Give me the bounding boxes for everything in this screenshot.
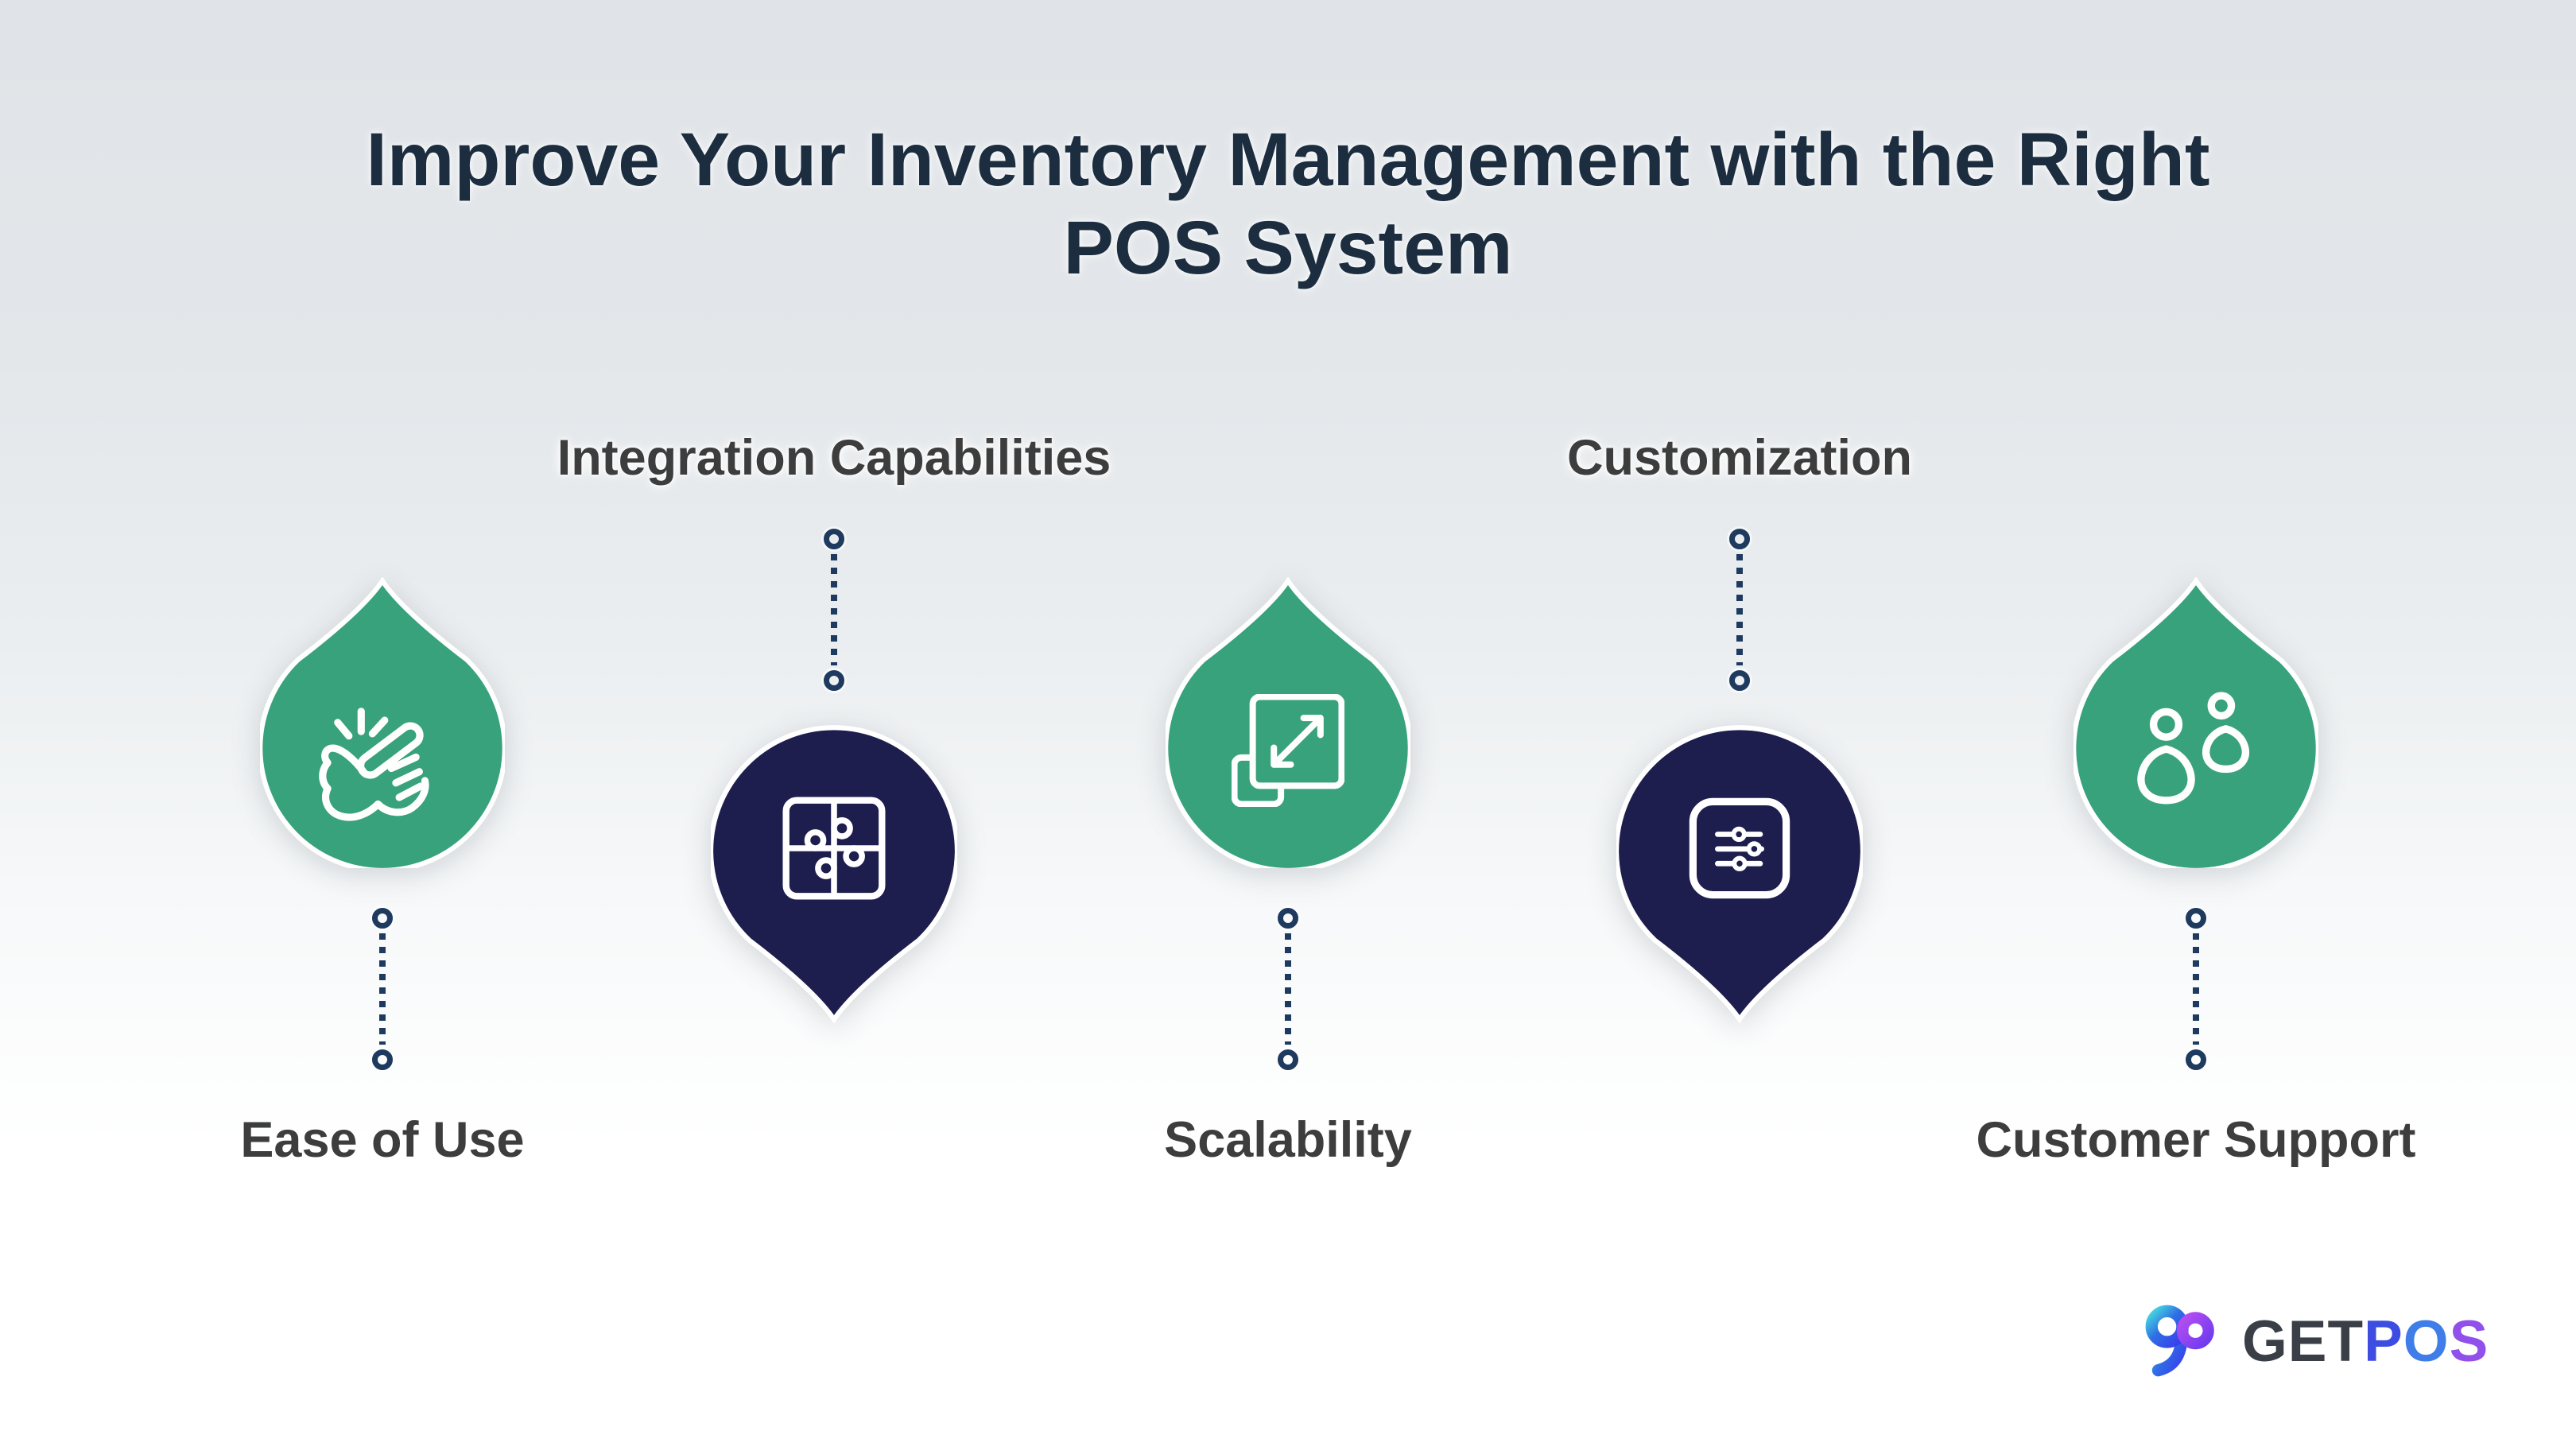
dotted-connector [1729, 529, 1750, 691]
logo-text-get: GET [2242, 1309, 2365, 1374]
dotted-line [379, 933, 386, 1045]
connector-ring-bottom [1729, 670, 1750, 691]
connector-ring-top [1278, 908, 1298, 929]
item-label-scalability: Scalability [1164, 1112, 1412, 1168]
dotted-line [1285, 933, 1291, 1045]
connector-ring-top [2186, 908, 2206, 929]
connector-ring-bottom [2186, 1049, 2206, 1070]
expand-squares-icon [1232, 694, 1344, 808]
connector-ring-top [372, 908, 393, 929]
dotted-connector [824, 529, 844, 691]
sliders-panel-icon [1689, 797, 1790, 899]
green-teardrop [2071, 576, 2321, 873]
dotted-connector [372, 908, 393, 1070]
dotted-line [831, 554, 837, 665]
logo-letter-p: P [2364, 1309, 2403, 1374]
green-teardrop [258, 576, 507, 873]
logo-letter-o: O [2403, 1309, 2450, 1374]
connector-ring-bottom [372, 1049, 393, 1070]
two-users-icon [2137, 692, 2249, 805]
connector-ring-top [1729, 529, 1750, 549]
pin-shape [1613, 725, 1866, 1024]
page-title: Improve Your Inventory Management with t… [0, 116, 2576, 293]
connector-ring-bottom [1278, 1049, 1298, 1070]
gp-logo-mark-icon [2145, 1305, 2214, 1380]
page-title-line-1: Improve Your Inventory Management with t… [366, 118, 2210, 202]
dotted-line [1736, 554, 1743, 665]
navy-pin [1613, 725, 1866, 1027]
dotted-connector [1278, 908, 1298, 1070]
item-label-ease-of-use: Ease of Use [240, 1112, 525, 1168]
logo-letter-s: S [2449, 1309, 2489, 1374]
item-label-integration-capabilities: Integration Capabilities [557, 430, 1111, 486]
dotted-connector [2186, 908, 2206, 1070]
connector-ring-bottom [824, 670, 844, 691]
snap-fingers-icon [319, 708, 429, 821]
dotted-line [2193, 933, 2199, 1045]
item-label-customization: Customization [1567, 430, 1912, 486]
green-teardrop [1163, 576, 1413, 873]
puzzle-pieces-icon [782, 797, 886, 900]
navy-pin [708, 725, 960, 1027]
page-title-line-2: POS System [1063, 206, 1513, 290]
connector-ring-top [824, 529, 844, 549]
item-label-customer-support: Customer Support [1976, 1112, 2416, 1168]
